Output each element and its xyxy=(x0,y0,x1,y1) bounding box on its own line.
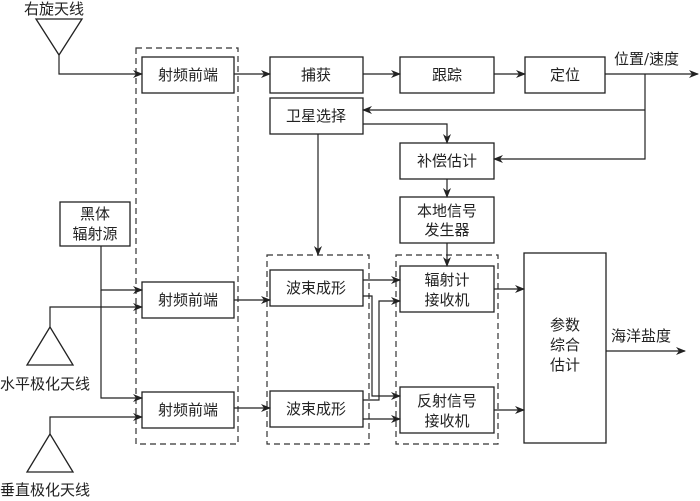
radiometer-receiver-block xyxy=(399,265,495,313)
reflected-signal-receiver-block xyxy=(399,386,495,434)
horizontal-antenna: 水平极化天线 xyxy=(0,325,90,393)
positioning-label: 定位 xyxy=(550,66,580,84)
tracking-label: 跟踪 xyxy=(432,66,462,84)
satellite-select-block xyxy=(269,97,364,135)
local-signal-generator-block xyxy=(399,196,495,244)
rhcp-antenna-label: 右旋天线 xyxy=(24,0,84,18)
radiometer-label-2: 接收机 xyxy=(424,291,469,309)
rf-frontend-2-block xyxy=(141,281,235,319)
blackbody-source-block xyxy=(59,201,131,247)
salinity-label: 海洋盐度 xyxy=(611,327,671,345)
vertical-antenna-label: 垂直极化天线 xyxy=(0,481,90,499)
arrow-bf2-radiometer xyxy=(363,297,401,401)
rf-frontend-group xyxy=(135,47,239,445)
beamforming-2-label: 波束成形 xyxy=(286,400,346,418)
connectors xyxy=(49,55,699,434)
arrow-vant-rf3 xyxy=(49,413,143,434)
antenna-icon xyxy=(34,18,84,57)
rf-frontend-1-label: 射频前端 xyxy=(158,66,218,84)
rhcp-antenna: 右旋天线 xyxy=(24,0,84,57)
parameter-estimation-block xyxy=(523,252,607,444)
position-velocity-label: 位置/速度 xyxy=(614,50,679,68)
rf-frontend-1-block xyxy=(141,56,235,94)
reflect-label-1: 反射信号 xyxy=(417,392,477,410)
param-label-1: 参数 xyxy=(550,316,580,334)
satellite-select-label: 卫星选择 xyxy=(286,107,346,125)
beamforming-1-block xyxy=(269,269,364,307)
antenna-icon xyxy=(25,325,75,366)
local-signal-label-2: 发生器 xyxy=(424,221,469,239)
param-label-2: 综合 xyxy=(550,336,580,354)
rf-frontend-3-label: 射频前端 xyxy=(158,401,218,419)
beamforming-1-label: 波束成形 xyxy=(286,279,346,297)
param-label-3: 估计 xyxy=(550,356,580,374)
rf-frontend-3-block xyxy=(141,391,235,429)
acquisition-label: 捕获 xyxy=(301,66,331,84)
reflect-label-2: 接收机 xyxy=(424,412,469,430)
antenna-icon xyxy=(25,432,75,473)
arrow-rhcp-rf1 xyxy=(58,55,143,78)
compensation-block xyxy=(399,142,495,180)
vertical-antenna: 垂直极化天线 xyxy=(0,432,90,499)
radiometer-label-1: 辐射计 xyxy=(424,271,469,289)
compensation-label: 补偿估计 xyxy=(417,152,477,170)
local-signal-label-1: 本地信号 xyxy=(417,202,477,220)
arrow-hant-rf2 xyxy=(49,303,143,327)
arrow-satselect-compensation xyxy=(363,123,451,144)
rf-frontend-2-label: 射频前端 xyxy=(158,291,218,309)
arrow-position-compensation xyxy=(493,74,646,163)
horizontal-antenna-label: 水平极化天线 xyxy=(0,375,90,393)
blackbody-label-2: 辐射源 xyxy=(72,225,117,243)
arrow-bf1-reflect xyxy=(363,295,401,400)
blackbody-label-1: 黑体 xyxy=(80,205,110,223)
arrow-blackbody-rf3 xyxy=(100,290,143,402)
